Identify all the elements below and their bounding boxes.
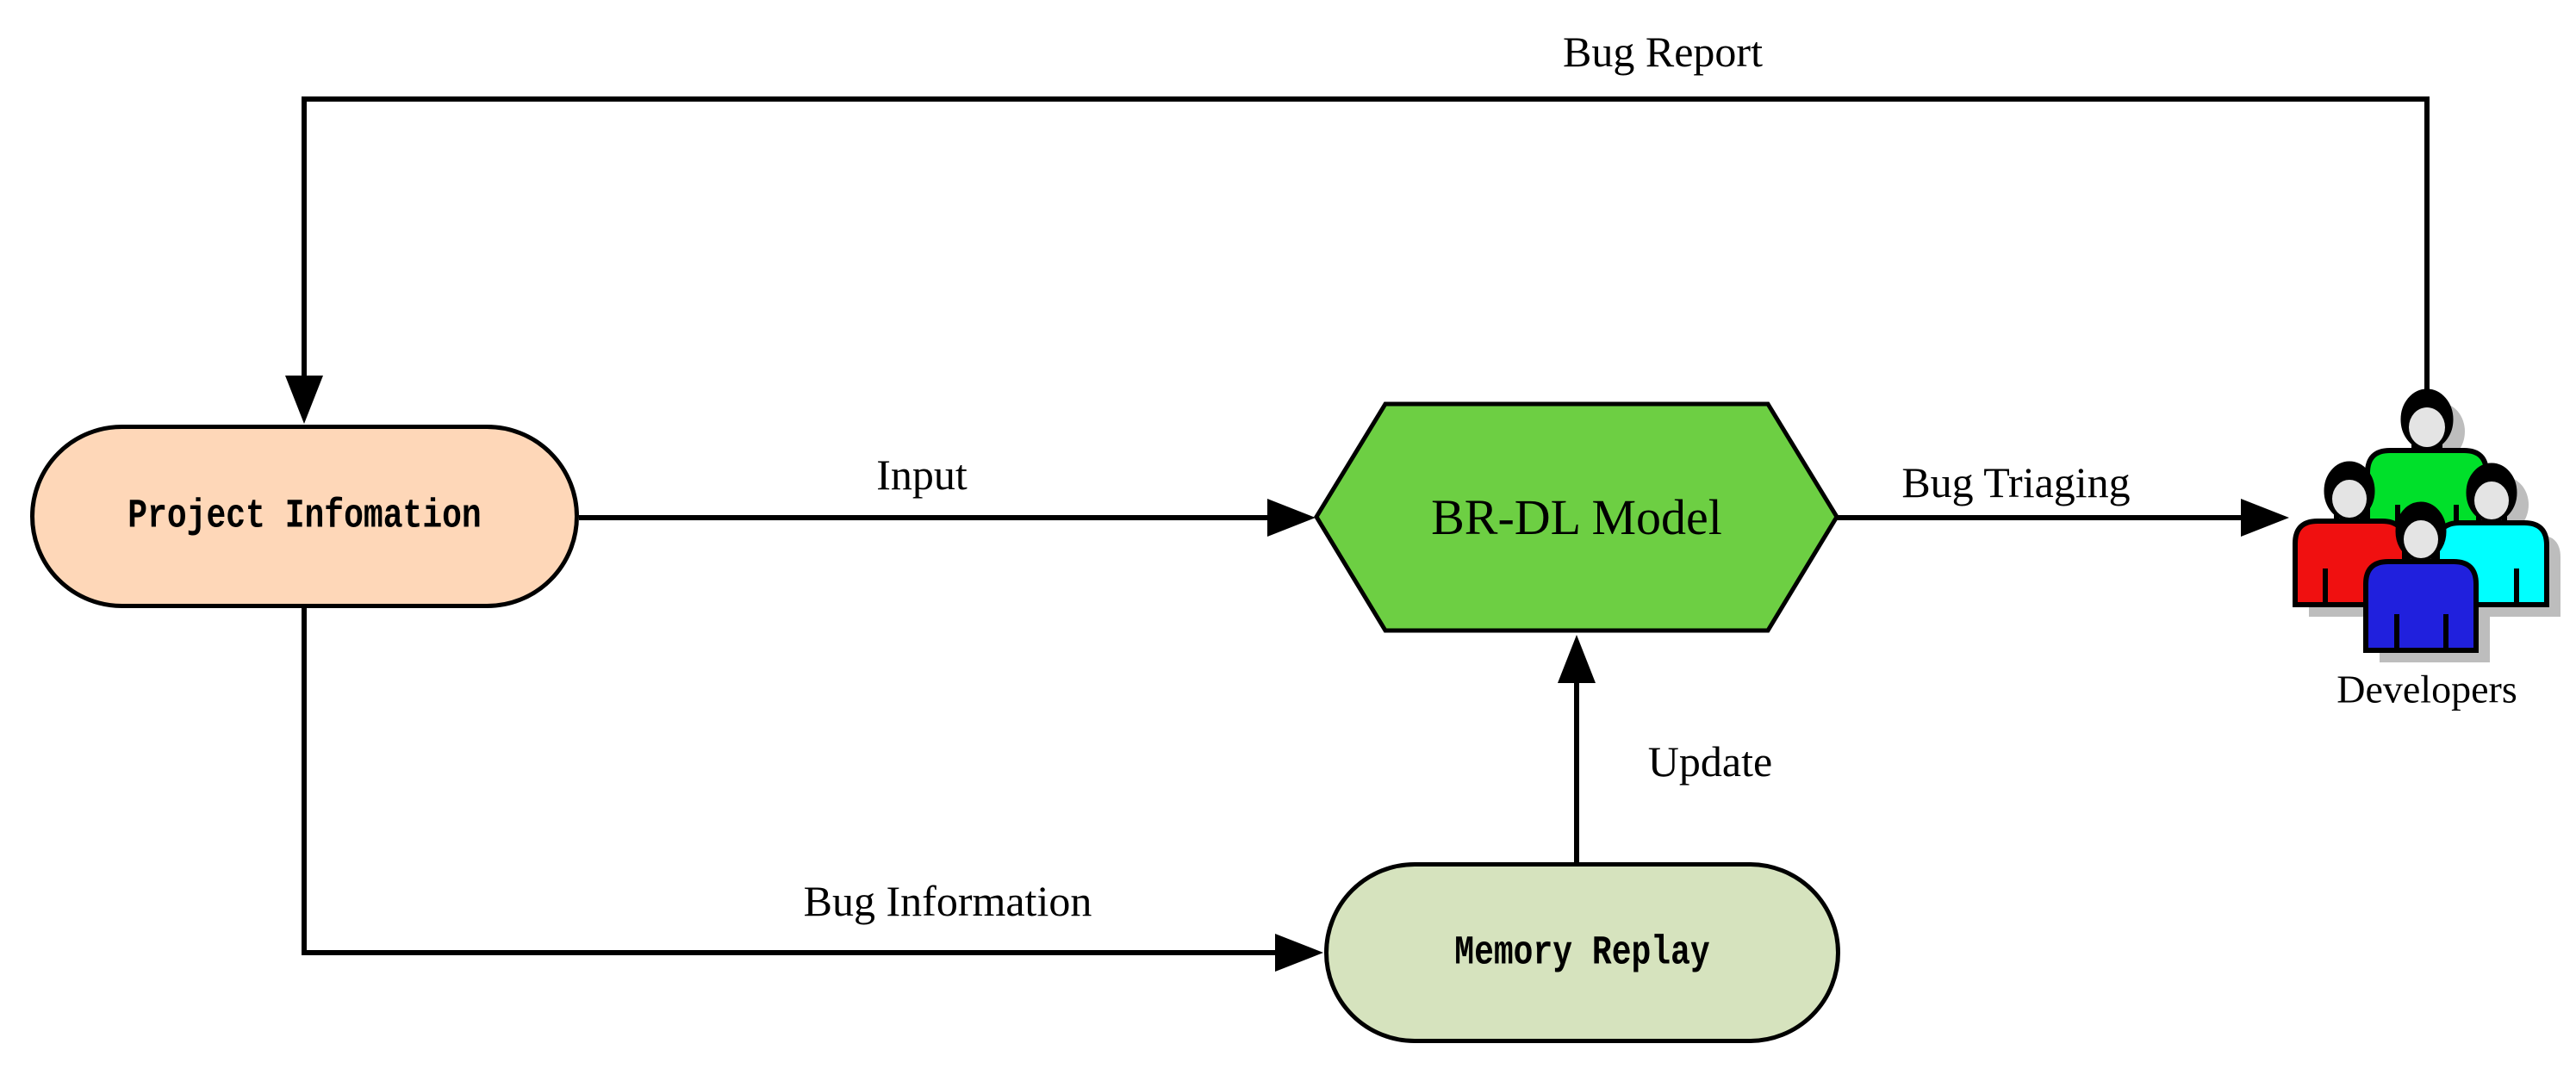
update-label: Update (1647, 737, 1773, 786)
node-memory-replay: Memory Replay (1324, 862, 1840, 1043)
developer-green (2365, 388, 2489, 541)
developers-label: Developers (2336, 667, 2517, 711)
node-project-information: Project Infomation (30, 425, 579, 608)
node-br-dl-model (1314, 401, 1839, 633)
memory-replay-label: Memory Replay (1454, 929, 1710, 976)
edge-bug-information (302, 608, 1323, 972)
developers-icon (2293, 388, 2560, 662)
developer-blue (2363, 501, 2479, 653)
bug-triaging-label: Bug Triaging (1901, 458, 2131, 506)
bug-report-label: Bug Report (1563, 28, 1763, 76)
edge-bug-report (285, 96, 2430, 424)
project-information-label: Project Infomation (128, 493, 482, 540)
bug-information-label: Bug Information (803, 877, 1092, 925)
input-label: Input (876, 450, 968, 499)
